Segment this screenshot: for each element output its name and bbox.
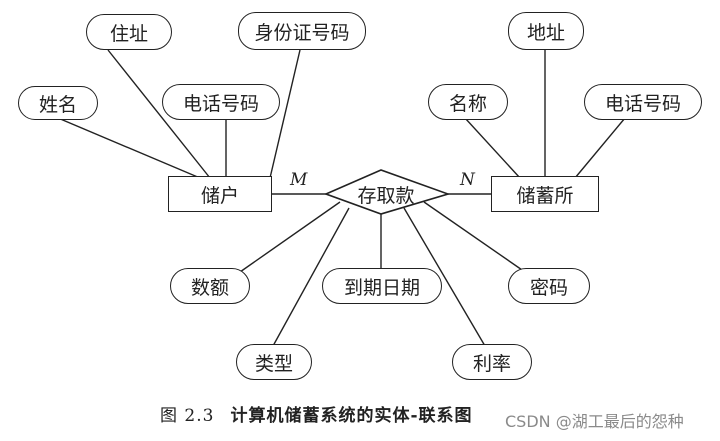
cardinality-m: M [290,170,308,190]
edge-name-office [464,117,521,179]
edge-type [272,207,350,347]
relationship-label: 存取款 [357,184,415,207]
edge-interest [403,207,486,347]
edge-id-depositor [269,49,301,179]
attr-phone-depositor: 电话号码 [162,84,280,120]
figure-number: 图 2.3 [160,406,215,426]
attr-phone-office: 电话号码 [584,84,702,120]
entity-savings-office: 储蓄所 [491,176,599,212]
edge-amount [239,201,341,273]
figure-title: 计算机储蓄系统的实体-联系图 [230,406,473,426]
edge-name-depositor [57,117,201,179]
attr-name: 姓名 [18,86,98,120]
attr-office-address: 地址 [508,12,584,50]
edge-phone-office [574,117,626,179]
figure-caption: 图 2.3 计算机储蓄系统的实体-联系图 [160,401,473,426]
cardinality-n: N [460,170,475,190]
attr-interest-rate: 利率 [452,344,532,380]
entity-depositor: 储户 [168,176,272,212]
attr-office-name: 名称 [428,84,508,120]
attr-password: 密码 [508,268,590,304]
attr-address: 住址 [86,14,172,50]
attr-due-date: 到期日期 [322,268,442,304]
edge-address-depositor [107,49,211,179]
attr-amount: 数额 [170,268,250,304]
attr-type: 类型 [236,344,312,380]
watermark: CSDN @湖工最后的怨种 [505,412,684,431]
attr-id-number: 身份证号码 [238,12,366,50]
edge-password [423,201,526,273]
